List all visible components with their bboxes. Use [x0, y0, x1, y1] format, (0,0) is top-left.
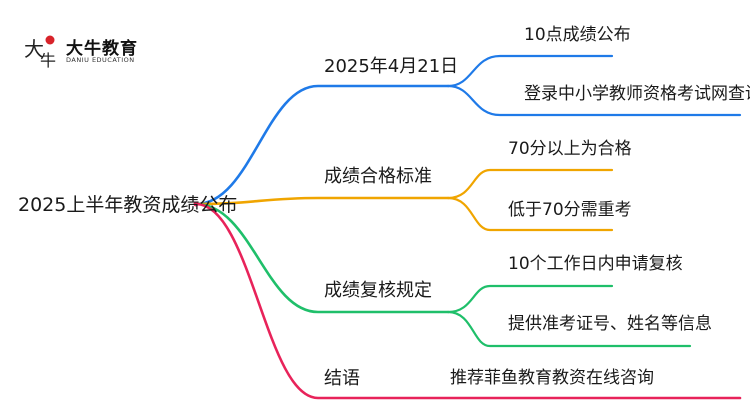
leaf-edge-1-1	[446, 196, 614, 232]
branch-edge-2	[194, 202, 450, 314]
logo-mark-glyph-2: 牛	[40, 51, 56, 70]
leaf-review-window: 10个工作日内申请复核	[508, 254, 683, 274]
root-anchor-dot	[193, 201, 199, 207]
branch-pass-standard: 成绩合格标准	[324, 166, 432, 187]
root-topic: 2025上半年教资成绩公布	[18, 194, 238, 216]
leaf-release-time: 10点成绩公布	[524, 25, 631, 45]
leaf-edge-1-0	[446, 168, 614, 200]
branch-edge-3	[194, 202, 742, 400]
leaf-edge-2-0	[446, 284, 614, 314]
leaf-edge-0-0	[446, 54, 614, 88]
leaf-pass-score: 70分以上为合格	[508, 139, 632, 159]
leaf-edge-2-1	[446, 310, 692, 348]
branch-date: 2025年4月21日	[324, 56, 459, 77]
leaf-review-info: 提供准考证号、姓名等信息	[508, 314, 712, 334]
branch-edge-0	[194, 84, 450, 206]
brand-logo: 大 牛 大牛教育 DANIU EDUCATION	[22, 30, 172, 74]
branch-conclusion: 结语	[324, 368, 360, 389]
leaf-edge-0-1	[446, 84, 742, 117]
logo-subtitle: DANIU EDUCATION	[66, 56, 135, 64]
logo-mark-icon: 大 牛	[24, 35, 56, 70]
branch-review-rules: 成绩复核规定	[324, 280, 432, 301]
logo-mark-glyph-1: 大	[24, 37, 44, 61]
leaf-recommendation: 推荐菲鱼教育教资在线咨询	[450, 368, 654, 388]
logo-seal-dot	[45, 35, 55, 45]
logo-name: 大牛教育	[66, 39, 138, 59]
leaf-retake: 低于70分需重考	[508, 200, 632, 220]
leaf-query-site: 登录中小学教师资格考试网查询	[524, 84, 750, 104]
branch-edge-1	[194, 196, 450, 206]
